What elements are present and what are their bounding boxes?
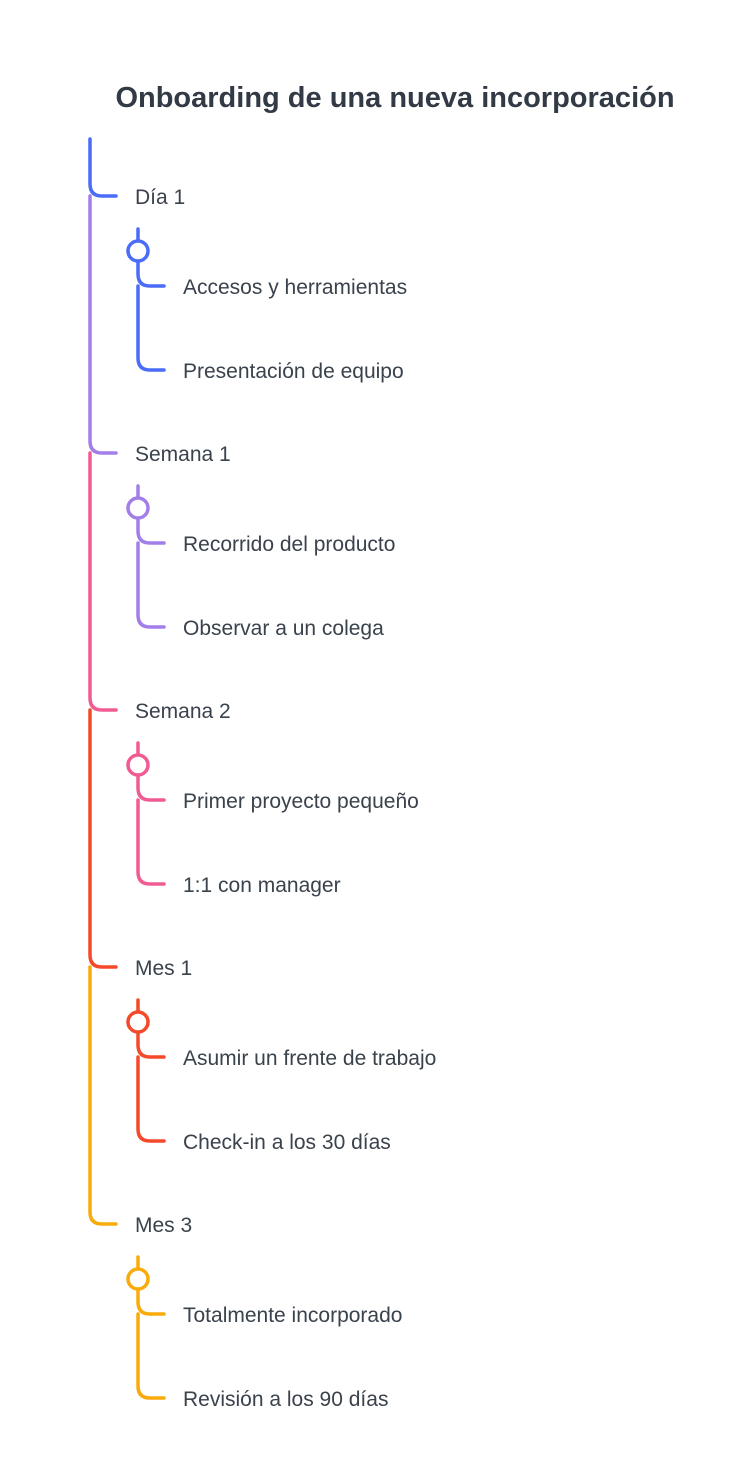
task-label: Check-in a los 30 días bbox=[183, 1131, 391, 1154]
task-label: Accesos y herramientas bbox=[183, 276, 407, 299]
task-connector-0-0 bbox=[136, 259, 166, 288]
stage-node-circle bbox=[126, 1010, 150, 1034]
task-connector-0-1 bbox=[136, 284, 166, 372]
task-label: Observar a un colega bbox=[183, 617, 384, 640]
task-label: Recorrido del producto bbox=[183, 533, 395, 556]
stage-connector-3 bbox=[88, 708, 118, 969]
stage-label: Día 1 bbox=[135, 186, 185, 209]
stage-node-circle bbox=[126, 1267, 150, 1291]
task-label: Revisión a los 90 días bbox=[183, 1388, 388, 1411]
stage-label: Semana 2 bbox=[135, 700, 231, 723]
task-connector-2-1 bbox=[136, 798, 166, 886]
stage-connector-1 bbox=[88, 194, 118, 455]
diagram-labels: Día 1 Accesos y herramientasPresentación … bbox=[135, 186, 436, 1411]
task-connector-1-1 bbox=[136, 541, 166, 629]
task-connector-3-0 bbox=[136, 1030, 166, 1059]
stage-node-circle bbox=[126, 753, 150, 777]
task-connector-2-0 bbox=[136, 773, 166, 802]
task-label: Asumir un frente de trabajo bbox=[183, 1047, 436, 1070]
task-label: 1:1 con manager bbox=[183, 874, 341, 897]
task-connector-4-0 bbox=[136, 1287, 166, 1316]
task-connector-4-1 bbox=[136, 1312, 166, 1400]
task-label: Totalmente incorporado bbox=[183, 1304, 402, 1327]
task-connector-1-0 bbox=[136, 516, 166, 545]
task-label: Primer proyecto pequeño bbox=[183, 790, 419, 813]
stage-node-circle bbox=[126, 496, 150, 520]
diagram-connectors bbox=[88, 137, 166, 1400]
stage-label: Mes 3 bbox=[135, 1214, 192, 1237]
stage-label: Mes 1 bbox=[135, 957, 192, 980]
stage-connector-0 bbox=[88, 137, 118, 198]
task-connector-3-1 bbox=[136, 1055, 166, 1143]
task-label: Presentación de equipo bbox=[183, 360, 404, 383]
stage-connector-4 bbox=[88, 965, 118, 1226]
diagram-title: Onboarding de una nueva incorporación bbox=[115, 82, 674, 114]
stage-connector-2 bbox=[88, 451, 118, 712]
stage-node-circle bbox=[126, 239, 150, 263]
stage-label: Semana 1 bbox=[135, 443, 231, 466]
